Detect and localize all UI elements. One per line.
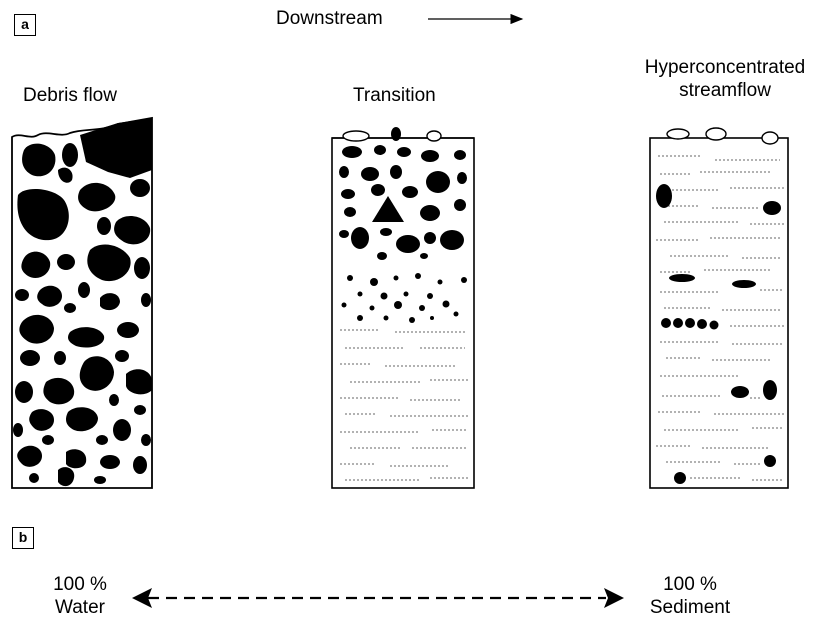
hyper-clasts xyxy=(656,184,781,484)
transition-sand-dashes xyxy=(340,329,468,481)
column-title-hyperconcentrated: Hyperconcentrated streamflow xyxy=(644,57,806,101)
arrowhead-right xyxy=(604,588,624,608)
scale-left-label: 100 % Water xyxy=(53,574,107,618)
downstream-label: Downstream xyxy=(276,8,383,29)
transition-surface-clasts xyxy=(342,127,442,142)
hyperconcentrated-column xyxy=(649,127,789,489)
scale-right-label: 100 % Sediment xyxy=(649,574,731,618)
hyper-surface-clasts xyxy=(666,127,779,145)
column-title-debris-flow: Debris flow xyxy=(23,85,117,106)
water-sediment-scale xyxy=(132,588,624,608)
panel-label-b: b xyxy=(12,527,34,549)
transition-clasts xyxy=(339,145,467,260)
hyper-sand-dashes xyxy=(656,155,784,481)
panel-label-a: a xyxy=(14,14,36,36)
arrowhead-left xyxy=(132,588,152,608)
transition-gravel xyxy=(341,273,467,323)
debris-clasts xyxy=(13,118,152,487)
transition-column xyxy=(331,127,475,489)
debris-flow-column xyxy=(11,116,153,489)
column-title-transition: Transition xyxy=(353,85,436,106)
